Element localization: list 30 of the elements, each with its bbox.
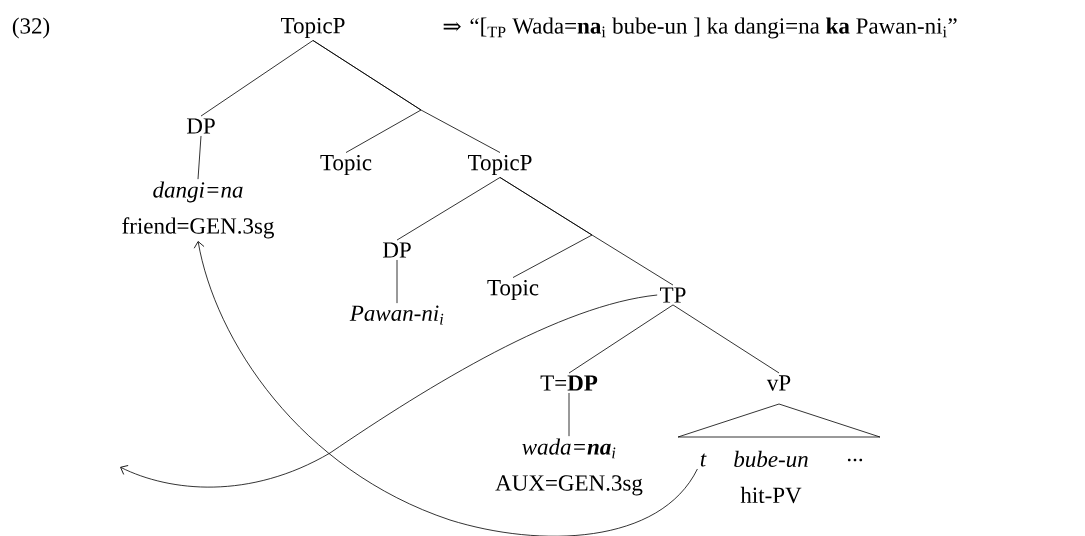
tree-triangle bbox=[677, 403, 881, 438]
tree-label: TP bbox=[660, 287, 686, 303]
movement-arrow bbox=[120, 294, 658, 488]
tree-branch bbox=[672, 304, 780, 374]
tree-branch bbox=[396, 177, 501, 241]
tree-label: dangi=na friend=GEN.3sg bbox=[122, 181, 274, 239]
tree-label: DP bbox=[186, 118, 215, 134]
tree-label: TopicP bbox=[468, 154, 532, 176]
tree-label: T=DP bbox=[540, 375, 598, 391]
tree-label: wada=na$_{i}$ AUX=GEN.3sg bbox=[495, 438, 643, 496]
example-number: (32) bbox=[12, 17, 50, 39]
movement-arrow bbox=[193, 241, 698, 536]
tree-branch bbox=[197, 135, 202, 180]
tree-branch bbox=[396, 259, 398, 304]
tree-label: TopicP bbox=[281, 17, 345, 39]
tree-label: DP bbox=[382, 242, 411, 258]
tree-branch bbox=[499, 177, 674, 286]
tree-label: Pawan-ni$_{i}$ bbox=[349, 305, 444, 325]
tree-label: Topic bbox=[487, 279, 539, 301]
translation-text: “[$_{TP}$ Wada=na$_{i}$ bube-un ] ka dangi=na ka Pawan-ni$_{i}$” bbox=[470, 17, 957, 39]
tree-branch bbox=[312, 40, 501, 153]
tree-label: bube-un hit-PV bbox=[734, 450, 808, 504]
tree-label: Topic bbox=[320, 154, 372, 176]
tree-branch bbox=[200, 40, 314, 117]
tree-branch bbox=[568, 304, 674, 374]
arrow-symbol: ⇒ bbox=[443, 21, 461, 32]
tree-label: t bbox=[700, 453, 707, 467]
tree-branch bbox=[568, 392, 570, 437]
tree-label: vP bbox=[766, 375, 791, 391]
ellipsis-text: ... bbox=[847, 458, 863, 462]
